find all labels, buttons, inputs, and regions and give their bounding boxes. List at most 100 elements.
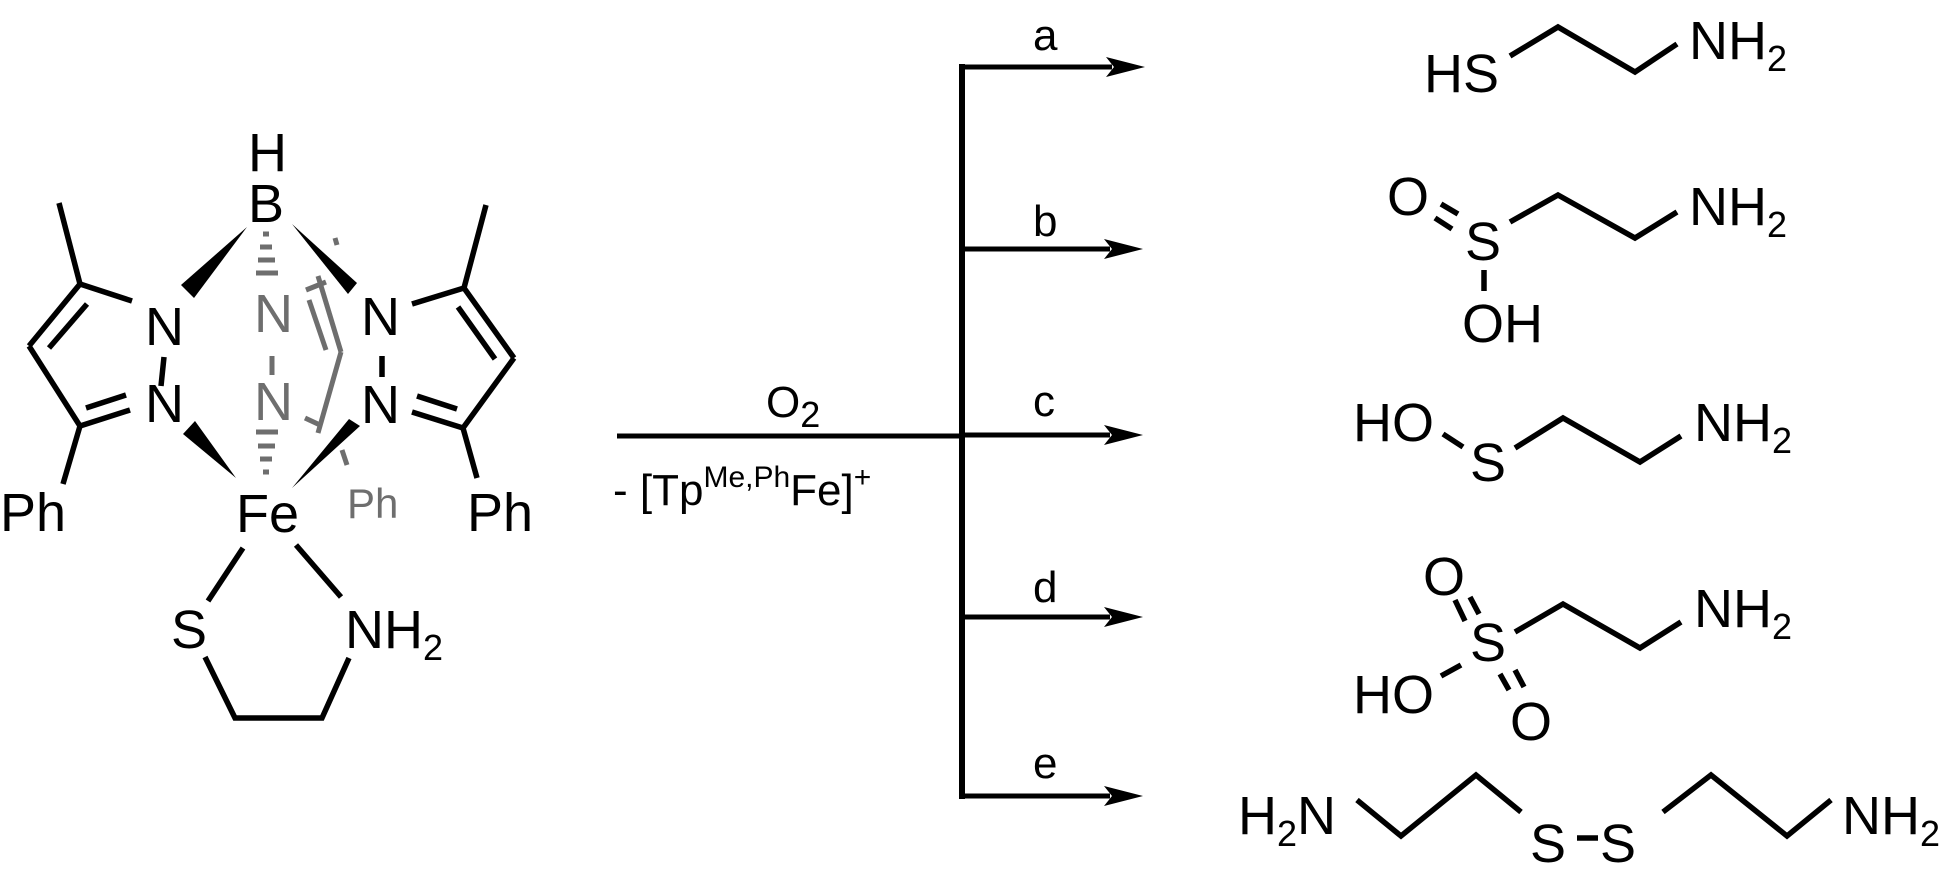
- bond-back-tick-bottom: [303, 415, 322, 428]
- bond-chelate-backbone: [202, 655, 352, 721]
- branch-arrow-a: a: [962, 11, 1145, 77]
- product-a-nh: NH: [1689, 11, 1767, 71]
- arrowhead-d-icon: [1104, 607, 1143, 627]
- product-c-hydroxyl: HO: [1353, 393, 1434, 453]
- product-e-left-subscript: 2: [1277, 813, 1297, 854]
- arrowhead-e-icon: [1104, 786, 1143, 806]
- product-e-sulfur-2: S: [1600, 814, 1636, 874]
- product-e-left-n: N: [1297, 786, 1336, 846]
- reagent-o: O: [766, 378, 800, 427]
- branch-arrow-e: e: [962, 739, 1143, 806]
- bond-back-ph: [339, 449, 350, 466]
- atom-n-right-top: N: [361, 287, 400, 347]
- label-ph-back: Ph: [347, 480, 398, 527]
- branch-label-c: c: [1033, 377, 1055, 426]
- label-ph-left: Ph: [0, 483, 66, 543]
- product-e-cystamine: H2N S S NH2: [1238, 771, 1940, 874]
- atom-boron-h: H: [248, 123, 287, 183]
- product-d-amine: NH2: [1694, 579, 1792, 647]
- bond-double-inner-left-2: [85, 392, 127, 411]
- amine-nh: NH: [345, 600, 423, 660]
- wedge-b-n-right: [292, 224, 357, 294]
- product-d-double-top-1: [1452, 598, 1468, 623]
- atom-iron: Fe: [236, 484, 299, 544]
- product-e-sulfur-1: S: [1530, 814, 1566, 874]
- bond-c5-n1-right: [411, 285, 465, 307]
- product-a-chain: [1508, 23, 1679, 76]
- bond-c5-c4-right: [461, 286, 517, 360]
- reagent-subscript: 2: [800, 394, 820, 435]
- product-d-taurine: O S HO O NH2: [1353, 547, 1792, 752]
- product-e-nh: NH: [1842, 786, 1920, 846]
- atom-n-left-top: N: [145, 297, 184, 357]
- atom-boron: B: [248, 174, 284, 234]
- product-d-oxo-top: O: [1423, 547, 1465, 607]
- product-d-sulfur: S: [1470, 613, 1506, 673]
- bond-back-double: [306, 299, 329, 351]
- bond-fe-s: [205, 546, 246, 603]
- product-e-right-subscript: 2: [1920, 813, 1940, 854]
- bond-c5-n1-left: [79, 281, 133, 304]
- product-b-chain: [1508, 191, 1679, 242]
- reagent-o2: O2: [766, 378, 820, 435]
- bond-n-n-left: [158, 356, 167, 387]
- product-d-double-bottom-2: [1512, 668, 1527, 689]
- product-d-nh: NH: [1694, 579, 1772, 639]
- product-c-nh: NH: [1694, 393, 1772, 453]
- product-b-sulfur: S: [1465, 212, 1501, 272]
- product-d-chain: [1513, 600, 1683, 652]
- product-c-sulfur: S: [1470, 433, 1506, 493]
- product-c-chain: [1513, 414, 1683, 466]
- branch-label-d: d: [1033, 563, 1057, 612]
- product-b-subscript: 2: [1767, 204, 1787, 245]
- reaction-conditions: O2 - [TpMe,PhFe]+: [613, 64, 965, 799]
- pyrazole-back: N N Ph: [254, 231, 398, 527]
- branch-arrow-b: b: [962, 197, 1143, 259]
- bond-c3-ph-left: [60, 425, 83, 485]
- atom-n-left-bottom: N: [145, 374, 184, 434]
- bond-c4-c3-left: [26, 344, 83, 428]
- arrowhead-c-icon: [1104, 425, 1143, 445]
- atom-amine: NH2: [345, 600, 443, 668]
- bond-double-inner-right: [455, 305, 498, 361]
- label-ph-right: Ph: [467, 483, 533, 543]
- product-b-oxo: O: [1387, 167, 1429, 227]
- bond-c3-n2-left: [79, 407, 131, 429]
- bond-back-ring-1: [315, 275, 344, 353]
- product-c-sulfenic-acid: HO S NH2: [1353, 393, 1792, 493]
- pyrazole-right: N N Ph: [292, 204, 533, 543]
- bond-methyl-left: [56, 202, 83, 285]
- product-a-subscript: 2: [1767, 38, 1787, 79]
- product-e-chain-right: [1661, 771, 1833, 840]
- bond-c3-ph-right: [460, 427, 480, 479]
- bond-methyl-right: [461, 204, 489, 289]
- product-e-chain-left: [1355, 771, 1523, 840]
- product-c-subscript: 2: [1772, 420, 1792, 461]
- atom-n-back-top: N: [254, 284, 293, 344]
- bond-c3-n2-right: [411, 409, 464, 431]
- product-b-double-1: [1439, 201, 1460, 217]
- bond-c4-c3-right: [460, 356, 517, 430]
- byproduct-label: - [TpMe,PhFe]+: [613, 461, 871, 515]
- bond-back-methyl-stub: [332, 237, 340, 246]
- atom-sulfur: S: [171, 600, 207, 660]
- product-d-oxo-bottom: O: [1510, 692, 1552, 752]
- bond-double-inner-left: [46, 302, 90, 350]
- branch-arrow-c: c: [962, 377, 1143, 445]
- branch-arrow-d: d: [962, 563, 1143, 627]
- reactant-complex: H B N N Ph N N: [0, 123, 533, 721]
- product-d-double-bottom-1: [1497, 672, 1512, 692]
- byproduct-superscript: Me,Ph: [703, 461, 790, 494]
- product-a-thiol: HS: [1424, 44, 1499, 104]
- arrowhead-a-icon: [1106, 57, 1145, 77]
- bond-double-inner-right-2: [416, 393, 458, 412]
- product-b-hypotaurine: O S OH NH2: [1387, 167, 1787, 354]
- product-b-double-2: [1433, 215, 1454, 232]
- atom-n-right-bottom: N: [361, 375, 400, 435]
- product-e-h: H: [1238, 786, 1277, 846]
- product-b-hydroxyl: OH: [1462, 294, 1543, 354]
- byproduct-fe: Fe]: [790, 466, 854, 515]
- bond-c5-c4-left: [26, 282, 83, 348]
- branch-label-b: b: [1033, 197, 1057, 246]
